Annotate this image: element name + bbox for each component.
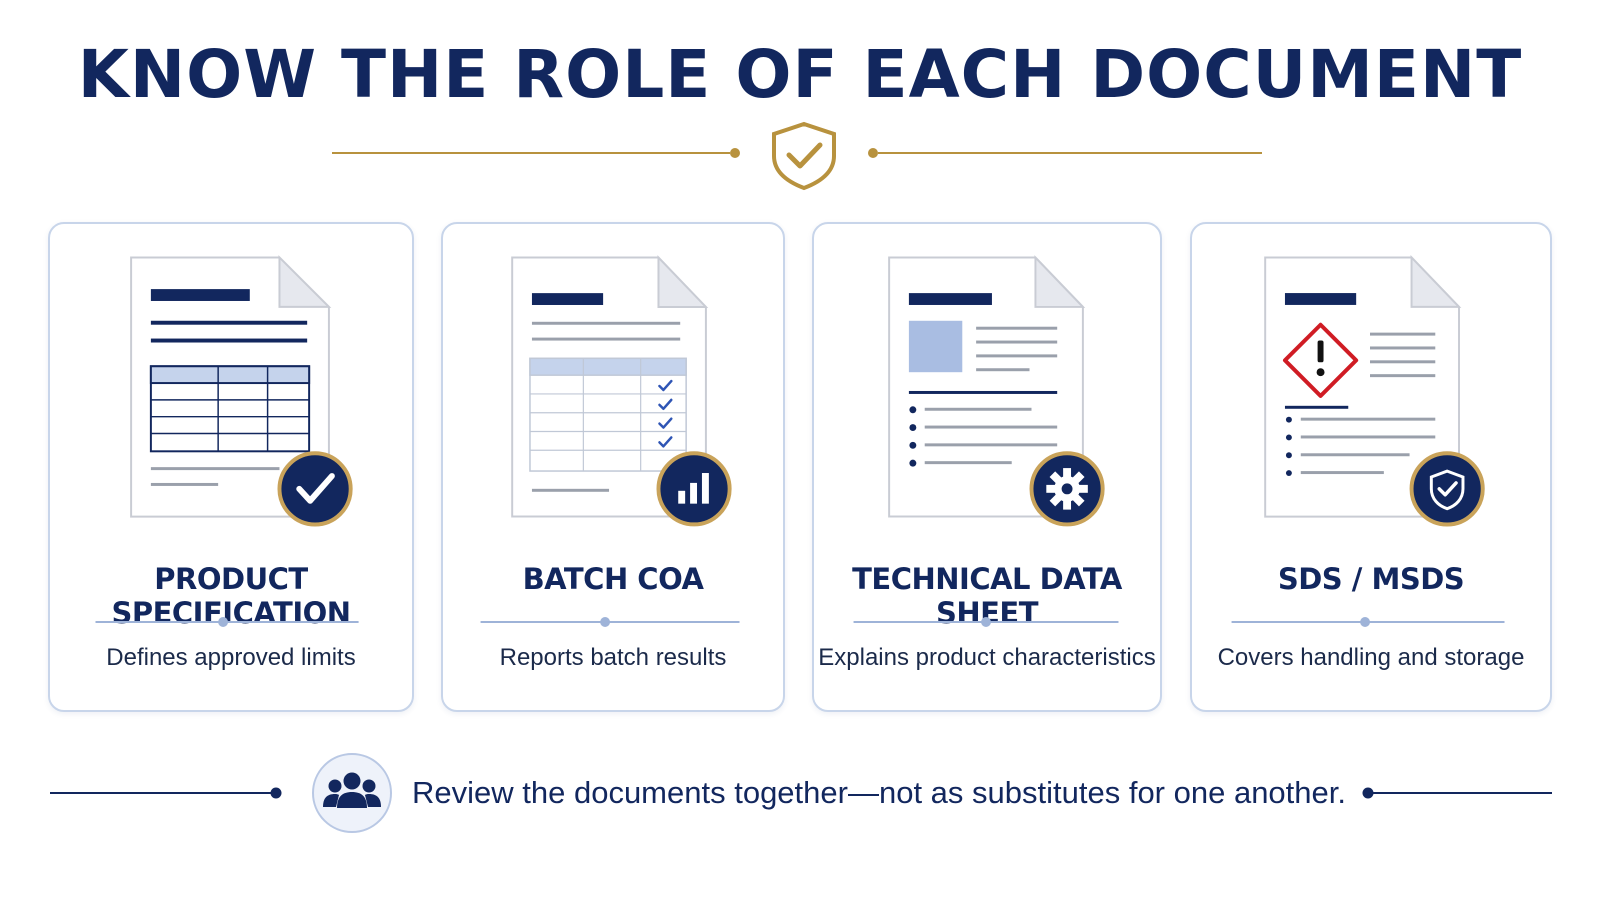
people-group-icon <box>312 753 392 833</box>
card-description: Defines approved limits <box>106 644 356 671</box>
card-divider <box>480 617 740 627</box>
shield-check-icon <box>772 121 836 191</box>
card-description: Reports batch results <box>499 644 727 671</box>
gear-icon <box>1029 451 1105 527</box>
card-divider <box>853 617 1119 627</box>
card-technical-data-sheet: TECHNICAL DATA SHEET Explains product ch… <box>812 222 1162 712</box>
card-divider <box>95 617 359 627</box>
page-title: KNOW THE ROLE OF EACH DOCUMENT <box>77 36 1523 113</box>
footer-divider <box>50 753 1552 833</box>
sds-document-illustration <box>1264 255 1485 527</box>
card-title: SDS / MSDS <box>1277 562 1465 596</box>
card-divider <box>1231 617 1505 627</box>
card-description: Covers handling and storage <box>1217 644 1525 671</box>
coa-document-illustration <box>511 255 732 527</box>
card-title: TECHNICAL DATA SHEET <box>852 562 1122 630</box>
card-product-specification: PRODUCT SPECIFICATION Defines approved l… <box>48 222 414 712</box>
shield-check-icon <box>1409 451 1485 527</box>
card-batch-coa: BATCH COA Reports batch results <box>441 222 785 712</box>
hazard-warning-icon <box>1282 322 1359 398</box>
checkmark-icon <box>277 451 353 527</box>
footer-note: Review the documents together—not as sub… <box>412 775 1346 810</box>
title-divider <box>332 121 1262 191</box>
card-description: Explains product characteristics <box>818 644 1156 671</box>
tds-document-illustration <box>888 255 1105 527</box>
card-title: PRODUCT SPECIFICATION <box>111 562 351 630</box>
bar-chart-icon <box>656 451 732 527</box>
specification-document-illustration <box>130 255 353 527</box>
card-sds-msds: SDS / MSDS Covers handling and storage <box>1190 222 1552 712</box>
card-title: BATCH COA <box>522 562 704 596</box>
